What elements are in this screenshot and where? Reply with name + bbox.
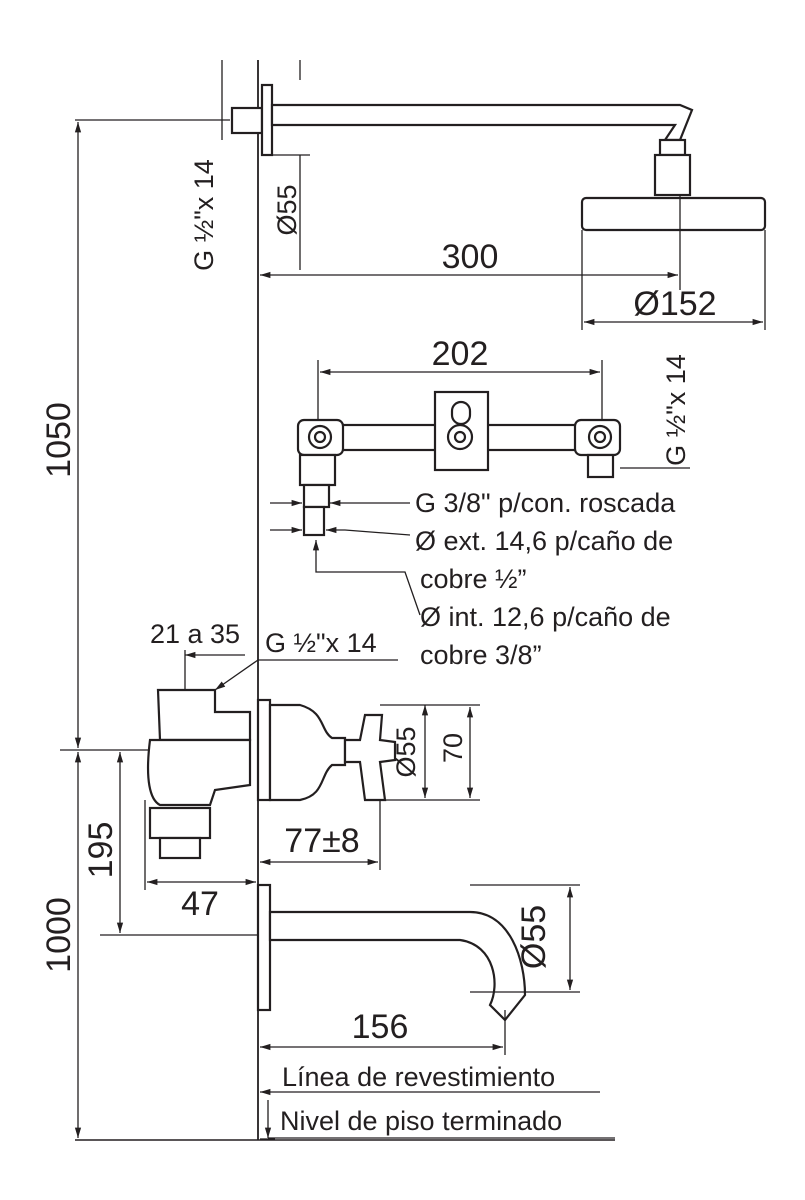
- mixer-thread-label: G ½"x 14: [265, 628, 377, 658]
- note-thread-connection: G 3/8" p/con. roscada: [415, 488, 676, 518]
- dim-1050: [60, 119, 230, 1138]
- note-ext-diameter: Ø ext. 14,6 p/caño de: [415, 526, 673, 556]
- manifold-body: [296, 390, 622, 537]
- shower-thread-label: G ½"x 14: [189, 159, 219, 271]
- dim-152-label: Ø152: [633, 285, 716, 323]
- shower-flange-label: Ø55: [272, 184, 302, 235]
- dim-47-label: 47: [181, 885, 219, 923]
- dim-77-label: 77±8: [284, 822, 359, 860]
- dim-156: [260, 1010, 506, 1055]
- dim-handle: [380, 704, 480, 801]
- handle-height-label: 70: [438, 733, 468, 763]
- note-ext-diameter-2: cobre ½”: [420, 564, 527, 594]
- dim-21-35-label: 21 a 35: [150, 619, 240, 649]
- floor-line-label: Nivel de piso terminado: [280, 1106, 562, 1136]
- dim-77: [260, 800, 381, 870]
- dim-195-label: 195: [82, 822, 120, 879]
- note-int-diameter-2: cobre 3/8”: [420, 640, 542, 670]
- dim-1050-label: 1050: [40, 402, 78, 478]
- dim-202: [317, 360, 603, 420]
- reference-leaders: [260, 1088, 615, 1140]
- dim-1000-label: 1000: [40, 897, 78, 973]
- manifold-thread-label: G ½"x 14: [661, 354, 691, 466]
- dim-156-label: 156: [352, 1008, 409, 1046]
- dim-202-label: 202: [432, 335, 489, 373]
- mixer-body: [146, 688, 397, 860]
- dim-300-label: 300: [442, 238, 499, 276]
- note-int-diameter: Ø int. 12,6 p/caño de: [420, 602, 671, 632]
- spout: [256, 883, 527, 1022]
- spout-diameter-label: Ø55: [515, 905, 553, 969]
- handle-diameter-label: Ø55: [391, 726, 421, 777]
- dim-152: [581, 230, 766, 330]
- wall-line-label: Línea de revestimiento: [282, 1062, 555, 1092]
- dim-300: [260, 195, 681, 290]
- leader-lines: [270, 499, 421, 616]
- dim-shower-flange: [270, 154, 310, 270]
- dim-spout-diameter: [470, 884, 580, 993]
- shower-arm: [230, 83, 767, 232]
- dim-195-47: [100, 752, 258, 936]
